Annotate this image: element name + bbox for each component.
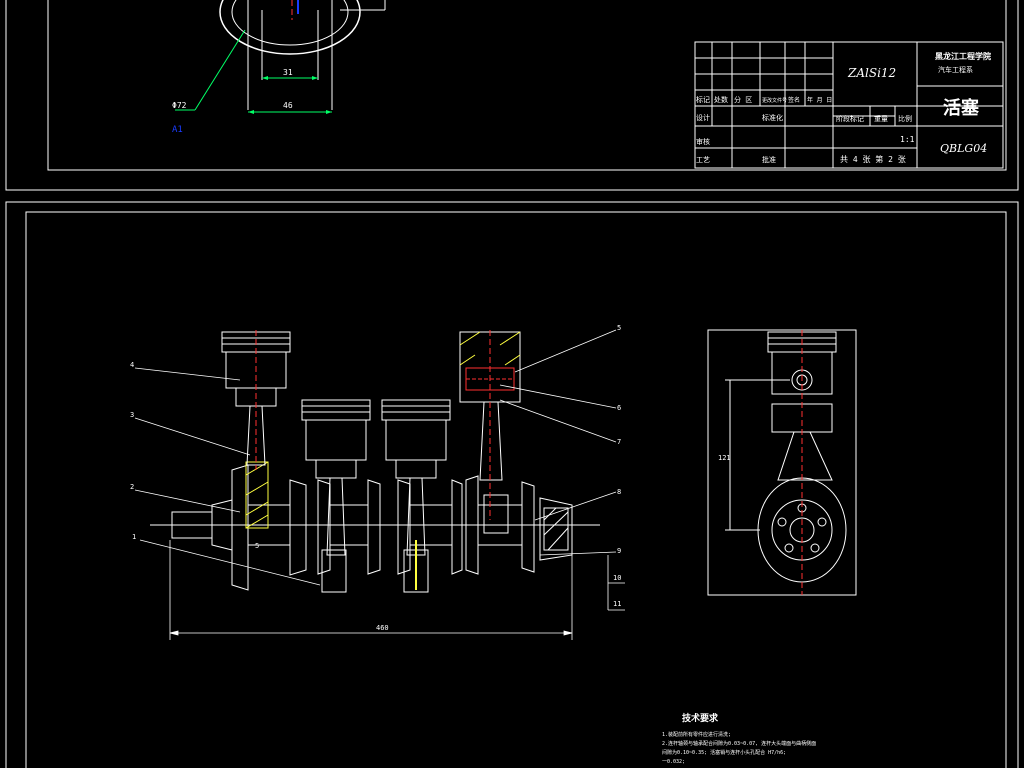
notes-line-2: 2.连杆轴颈与轴承配合间隙为0.03~0.07, 连杆大头端面与曲柄侧面 — [662, 740, 816, 747]
school-name: 黑龙江工程学院 — [935, 51, 991, 61]
weight-label: 重量 — [874, 115, 888, 123]
side-view — [707, 329, 857, 596]
dim-phi-label: Φ72 — [172, 101, 187, 110]
col-date: 年 月 日 — [807, 96, 832, 104]
ratio-label: 比例 — [898, 114, 912, 123]
callout-1: 1 — [132, 533, 136, 541]
side-dim-label: 5 — [255, 542, 259, 550]
stage-mark: 阶段标记 — [836, 114, 864, 123]
technical-notes: 技术要求 1.装配前所有零件应进行清洗; 2.连杆轴颈与轴承配合间隙为0.03~… — [662, 712, 816, 765]
department-name: 汽车工程系 — [938, 65, 973, 74]
top-sheet-inner-border — [47, 0, 1007, 171]
part-name: 活塞 — [943, 97, 980, 119]
callout-3: 3 — [130, 411, 134, 419]
col-zone: 分 区 — [734, 95, 752, 104]
piston-1 — [221, 330, 291, 470]
notes-heading: 技术要求 — [682, 712, 719, 724]
callout-7: 7 — [617, 438, 621, 446]
notes-line-3: 间隙为0.10~0.35; 活塞销与连杆小头孔配合 H7/h6; — [662, 749, 786, 756]
piston-2 — [301, 399, 371, 556]
tolerance-label: A1 — [172, 125, 183, 135]
height-dim-label: 121 — [718, 454, 731, 462]
callout-4: 4 — [130, 361, 134, 369]
piston-3 — [381, 399, 451, 590]
callout-11: 11 — [613, 600, 621, 608]
overall-dim-label: 460 — [376, 624, 389, 632]
col-mark: 标记 — [696, 95, 710, 104]
piston-section-view — [175, 0, 386, 114]
callout-numbers: 4 3 2 1 5 6 7 8 9 10 11 — [130, 324, 621, 608]
material-label: ZAlSi12 — [847, 66, 896, 80]
notes-line-4: 一0.032; — [662, 759, 685, 765]
row-check: 审核 — [696, 137, 710, 146]
col-doc: 更改文件号 — [762, 97, 787, 104]
scale-label: 1:1 — [900, 135, 915, 144]
title-block — [694, 41, 1004, 169]
piston-4-section — [459, 330, 521, 520]
dim-46-label: 46 — [283, 101, 293, 110]
notes-line-1: 1.装配前所有零件应进行清洗; — [662, 731, 731, 738]
bottom-sheet-inner-border — [25, 211, 1007, 768]
bottom-sheet-outer-border — [5, 201, 1019, 768]
sheet-info: 共 4 张 第 2 张 — [840, 154, 906, 164]
callout-5: 5 — [617, 324, 621, 332]
top-sheet — [5, 0, 1019, 191]
callout-2: 2 — [130, 483, 134, 491]
callout-10: 10 — [613, 574, 621, 582]
bottom-sheet — [5, 201, 1019, 768]
callout-8: 8 — [617, 488, 621, 496]
row-approve: 批准 — [762, 155, 776, 164]
row-process: 工艺 — [696, 156, 710, 164]
col-sign: 签名 — [788, 96, 800, 104]
row-design: 设计 — [696, 113, 710, 122]
top-sheet-outer-border — [5, 0, 1019, 191]
callout-9: 9 — [617, 547, 621, 555]
row-std: 标准化 — [762, 113, 783, 122]
col-count: 处数 — [714, 95, 728, 104]
callout-6: 6 — [617, 404, 621, 412]
dim-31-label: 31 — [283, 68, 293, 77]
crankshaft-assembly-front-view — [150, 461, 600, 593]
overall-dimension — [169, 540, 573, 640]
drawing-number: QBLG04 — [940, 142, 987, 155]
